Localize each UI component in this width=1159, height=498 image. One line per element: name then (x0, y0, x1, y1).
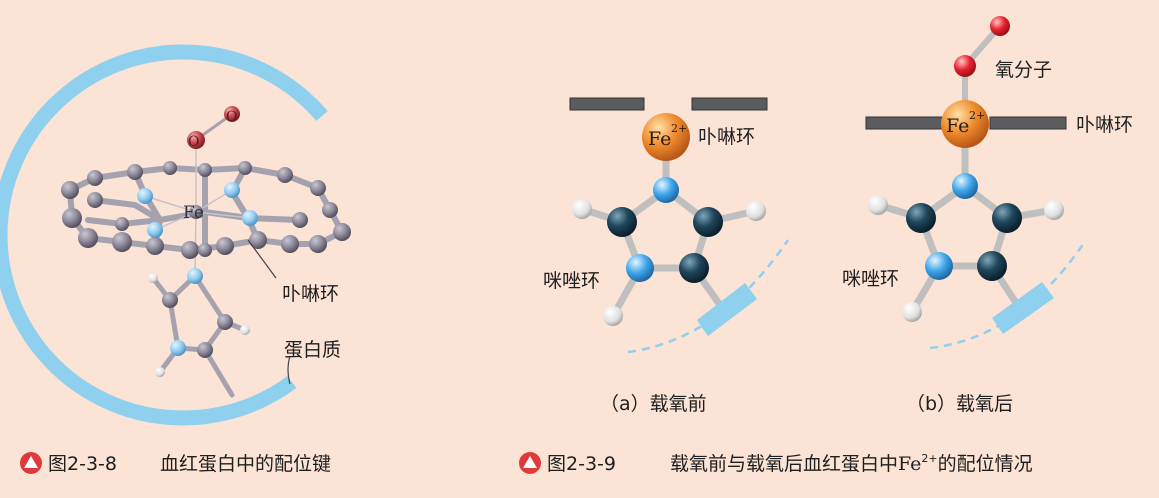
caption-right-after: 的配位情况 (938, 453, 1033, 475)
imidazole-c3 (197, 342, 213, 358)
fe-text-b: Fe (946, 115, 969, 137)
protein-dashed-a (627, 239, 790, 354)
caption-left-id: 图2-3-8 (48, 453, 117, 475)
carbon-right-a (693, 207, 723, 237)
hydrogen-bottom-a (603, 306, 623, 326)
left-figure: O O Fe 卟啉环 蛋白质 (0, 44, 351, 426)
label-o-top: O (226, 109, 237, 125)
caption-right-id: 图2-3-9 (547, 453, 616, 475)
caption-b: （b）载氧后 (906, 393, 1013, 415)
porphyrin-bonds (66, 164, 347, 254)
porphyrin-carbons (61, 161, 351, 259)
caption-left-text: 血红蛋白中的配位键 (160, 453, 331, 475)
label-porphyrin-b: 卟啉环 (1076, 114, 1133, 136)
imidazole-c1 (162, 292, 178, 308)
imidazole-bonds-a (578, 139, 760, 320)
porphyrin-bar-left-a (569, 97, 645, 111)
hydrogen-left-a (572, 199, 592, 219)
imidazole-h1 (148, 273, 158, 283)
hydrogen-bottom-b (902, 302, 922, 322)
caption-right-text: 载氧前与载氧后血红蛋白中Fe2+的配位情况 (670, 452, 1033, 475)
caption-a: （a）载氧前 (600, 393, 707, 415)
carbon-left-a (607, 207, 637, 237)
nitrogen-bottom-b (925, 252, 953, 280)
porphyrin-bar-right-b (989, 116, 1067, 130)
label-protein: 蛋白质 (284, 339, 341, 361)
oxygen-atom-upper-b (990, 16, 1010, 36)
oxygen-atom-bottom (187, 131, 205, 149)
hydrogen-right-b (1044, 200, 1064, 220)
coordination-lines (144, 140, 251, 277)
carbon-left-b (906, 203, 936, 233)
label-porphyrin-left: 卟啉环 (282, 283, 339, 305)
fe-charge-a: 2+ (671, 122, 687, 135)
nitrogen-top-a (653, 177, 679, 203)
imidazole-h3 (155, 367, 165, 377)
nitrogen-bottom-a (626, 254, 654, 282)
caption-right-charge: 2+ (921, 452, 937, 465)
caption-right: 图2-3-9 载氧前与载氧后血红蛋白中Fe2+的配位情况 (519, 452, 1033, 475)
porphyrin-bar-right-a (691, 97, 768, 111)
porphyrin-nitrogens (137, 182, 258, 238)
carbon-bottom-a (679, 253, 709, 283)
imidazole-c2 (217, 314, 233, 330)
label-imidazole-b: 咪唑环 (842, 268, 899, 290)
fe-sphere-a (642, 113, 690, 161)
label-imidazole-a: 咪唑环 (543, 270, 600, 292)
imidazole-n1 (187, 268, 203, 284)
caption-triangle-icon (20, 452, 42, 474)
label-porphyrin-a: 卟啉环 (698, 126, 755, 148)
fe-atom (189, 205, 203, 219)
oxygen-atom-top (224, 106, 240, 122)
fe-sphere-b (941, 100, 989, 148)
caption-right-before: 载氧前与载氧后血红蛋白中 (670, 453, 898, 475)
caption-triangle-icon (519, 452, 541, 474)
fe-text-a: Fe (648, 128, 671, 150)
carbon-bottom-b (977, 251, 1007, 281)
label-oxygen-b: 氧分子 (995, 59, 1052, 81)
leader-protein (287, 355, 291, 385)
leader-porphyrin (247, 239, 277, 279)
label-fe: Fe (183, 203, 204, 223)
panel-b: 氧分子 Fe 2+ 卟啉环 咪唑环 （b）载氧后 (842, 16, 1133, 415)
hydrogen-left-b (868, 195, 888, 215)
oxygen-atom-lower-b (954, 55, 976, 77)
imidazole-h2 (240, 325, 250, 335)
imidazole-n2 (170, 340, 186, 356)
carbon-right-b (992, 203, 1022, 233)
porphyrin-bar-left-b (865, 116, 943, 130)
caption-left: 图2-3-8 血红蛋白中的配位键 (20, 452, 331, 475)
imidazole-bonds-b (874, 136, 1058, 316)
panel-a: Fe 2+ 卟啉环 咪唑环 （a）载氧前 (543, 97, 790, 415)
caption-right-fe: Fe (898, 453, 921, 475)
protein-arc (0, 44, 328, 426)
nitrogen-top-b (952, 173, 978, 199)
protein-dashed-b (929, 239, 1088, 350)
fe-charge-b: 2+ (969, 109, 985, 122)
label-o-bottom: O (188, 134, 199, 150)
hydrogen-right-a (746, 201, 766, 221)
